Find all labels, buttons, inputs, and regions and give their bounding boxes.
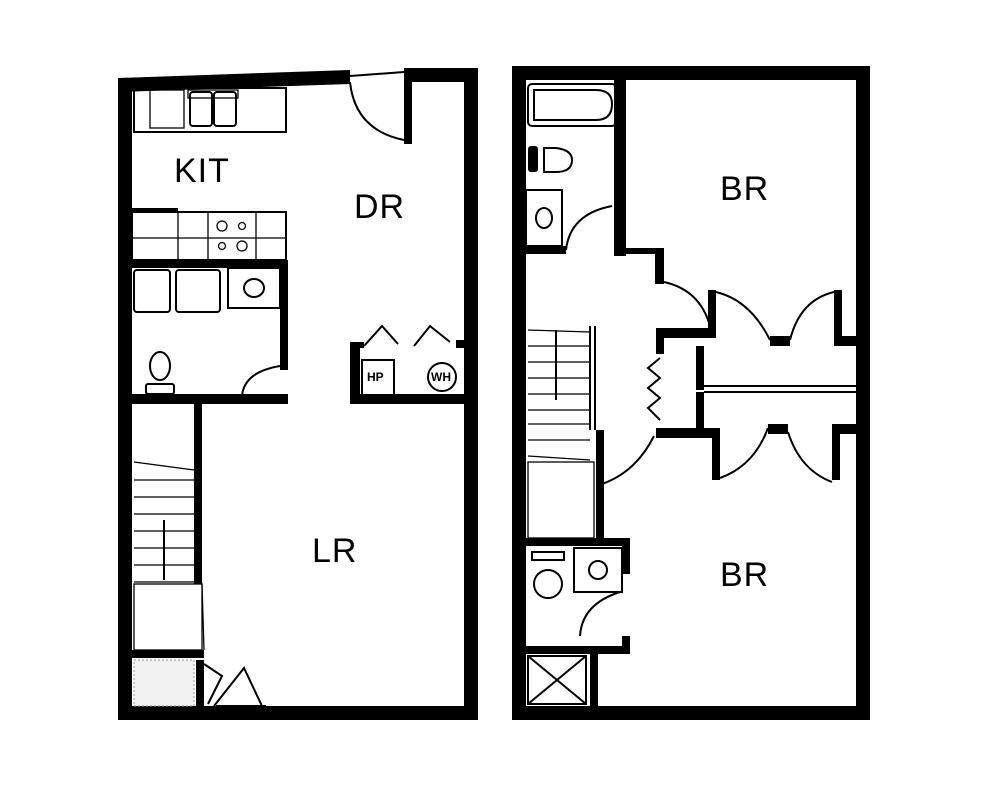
room-label-dining-room: DR: [354, 188, 406, 226]
room-label-bedroom-1: BR: [720, 170, 770, 208]
stairs-first-floor: [133, 461, 202, 583]
room-label-living-room: LR: [312, 532, 358, 570]
room-label-bedroom-2: BR: [720, 556, 770, 594]
fixture-label-heat-pump: HP: [367, 370, 384, 384]
room-label-kitchen: KIT: [174, 152, 230, 190]
fixture-label-water-heater: WH: [431, 370, 451, 384]
first-floor-plan: [118, 68, 478, 720]
second-floor-plan: [512, 66, 870, 720]
stairs-second-floor: [527, 326, 596, 461]
